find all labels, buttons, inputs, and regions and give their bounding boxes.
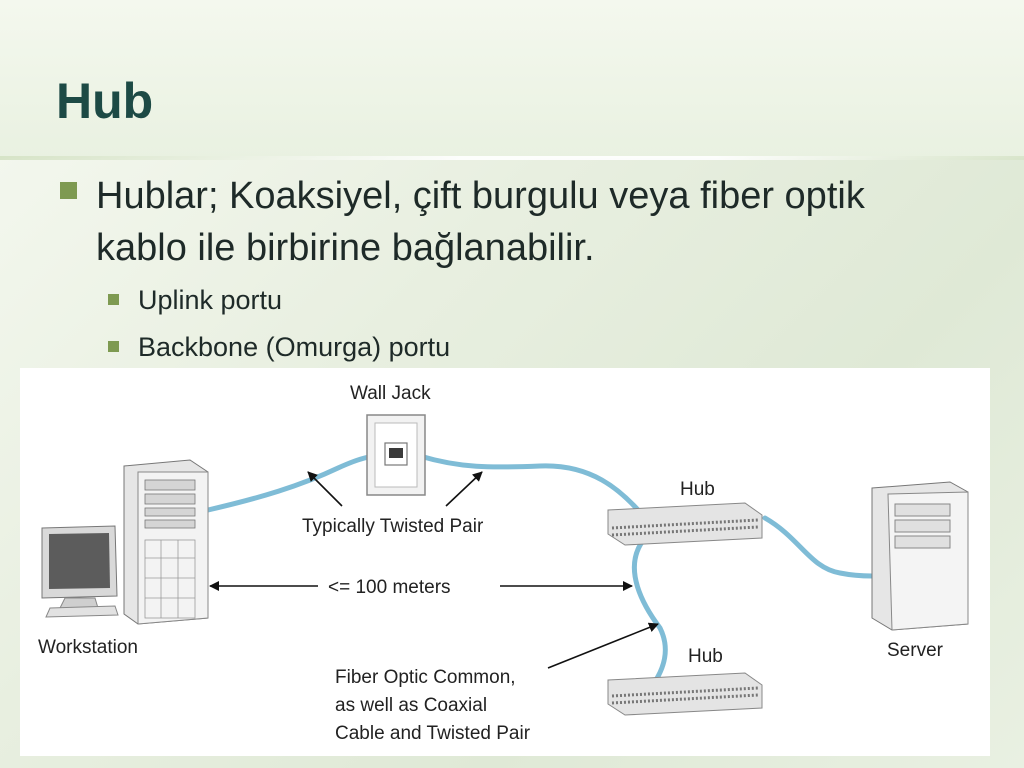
- bullet-marker: [60, 182, 77, 199]
- title-divider: [0, 156, 1024, 160]
- label-hub-top: Hub: [680, 479, 715, 500]
- label-hub-bottom: Hub: [688, 646, 723, 667]
- sub-bullet-text: Uplink portu: [138, 285, 283, 315]
- sub-bullet-text: Backbone (Omurga) portu: [138, 332, 451, 362]
- label-wall-jack: Wall Jack: [350, 383, 431, 404]
- network-cables: [205, 451, 875, 689]
- arrow-twisted-left: [307, 471, 343, 507]
- label-fiber-line2: as well as Coaxial: [335, 695, 487, 716]
- label-workstation: Workstation: [38, 637, 138, 658]
- workstation-tower-icon: [123, 459, 209, 625]
- bullet-marker: [108, 341, 119, 352]
- pointer-arrows: [209, 471, 659, 669]
- hub-top-icon: [607, 502, 763, 546]
- label-server: Server: [887, 640, 944, 661]
- slide-title: Hub: [56, 73, 154, 129]
- cable-walljack-hub: [417, 453, 648, 521]
- arrow-fiber: [547, 622, 659, 669]
- arrow-twisted-right: [445, 471, 483, 507]
- title-band: [0, 0, 1024, 158]
- label-fiber-line3: Cable and Twisted Pair: [335, 723, 531, 744]
- cable-hub-hub: [631, 535, 668, 689]
- workstation-monitor-icon: [41, 525, 119, 618]
- label-typically-twisted-pair: Typically Twisted Pair: [302, 516, 484, 537]
- wall-jack-icon: [366, 414, 426, 496]
- hub-bottom-icon: [607, 672, 763, 716]
- bullet-marker: [108, 294, 119, 305]
- label-distance: <= 100 meters: [328, 577, 451, 598]
- cable-hub-server: [762, 515, 875, 579]
- server-icon: [871, 481, 969, 631]
- bullet-text: Hublar; Koaksiyel, çift burgulu veya fib…: [96, 175, 865, 269]
- network-diagram: Wall Jack Hub Hub Typically Twisted Pair…: [20, 368, 990, 756]
- label-fiber-line1: Fiber Optic Common,: [335, 667, 516, 688]
